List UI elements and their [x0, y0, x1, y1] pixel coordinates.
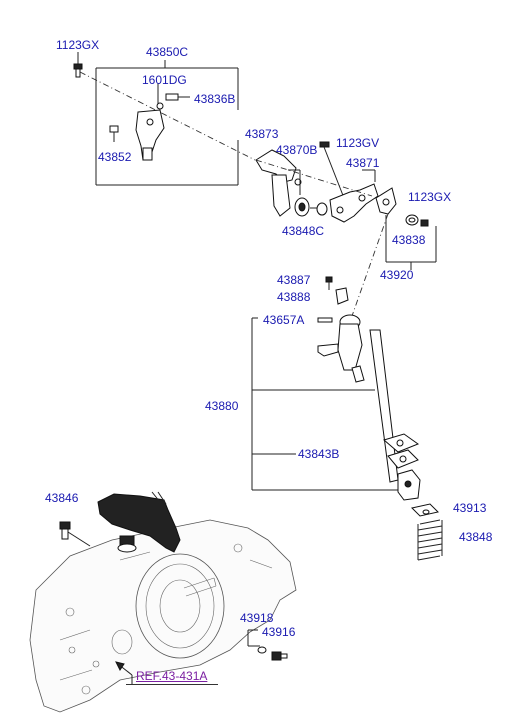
label-43657a[interactable]: 43657A [263, 313, 305, 327]
label-1123gv[interactable]: 1123GV [336, 136, 380, 150]
label-43848[interactable]: 43848 [459, 530, 493, 544]
plate-43843b [382, 433, 420, 469]
label-43850c[interactable]: 43850C [146, 45, 189, 59]
bracket-43852 [109, 83, 190, 161]
label-1123gx-top[interactable]: 1123GX [56, 38, 100, 52]
bracket-43871 [319, 141, 379, 223]
cable-bracket-43873 [255, 149, 302, 217]
bracket-43920 [375, 187, 437, 270]
label-43873[interactable]: 43873 [245, 127, 279, 141]
label-43888[interactable]: 43888 [277, 290, 311, 304]
label-43918[interactable]: 43918 [240, 611, 274, 625]
label-1123gx-right[interactable]: 1123GX [408, 190, 452, 204]
label-43916[interactable]: 43916 [262, 625, 296, 639]
bolt-43916 [247, 629, 288, 661]
spring-43848 [411, 503, 443, 561]
label-43913[interactable]: 43913 [453, 501, 487, 515]
label-43846[interactable]: 43846 [45, 491, 79, 505]
label-43848c[interactable]: 43848C [282, 224, 325, 238]
label-43852[interactable]: 43852 [98, 150, 132, 164]
bolt-1123gx-top [73, 52, 83, 78]
label-43880[interactable]: 43880 [205, 399, 239, 413]
reference-arrow [115, 661, 133, 684]
pin-43887 [325, 276, 349, 305]
label-43920[interactable]: 43920 [380, 268, 414, 282]
bolt-43846 [59, 521, 91, 547]
label-1601dg[interactable]: 1601DG [142, 73, 187, 87]
label-43838[interactable]: 43838 [392, 233, 426, 247]
label-43843b[interactable]: 43843B [298, 447, 340, 461]
label-43870b[interactable]: 43870B [276, 143, 318, 157]
label-43836b[interactable]: 43836B [194, 92, 236, 106]
reference-underline [126, 684, 218, 685]
lever-lower-end [397, 469, 421, 501]
transmission-housing [29, 519, 297, 713]
shift-mechanism-on-housing [97, 491, 181, 553]
assembly-43850c-frame [95, 60, 239, 186]
reference-link[interactable]: REF.43-431A [136, 669, 208, 683]
bushing-43848c [294, 197, 328, 217]
label-43871[interactable]: 43871 [346, 156, 380, 170]
shift-lever-43880 [251, 314, 399, 491]
center-line-mid [351, 213, 389, 317]
label-43887[interactable]: 43887 [277, 273, 311, 287]
